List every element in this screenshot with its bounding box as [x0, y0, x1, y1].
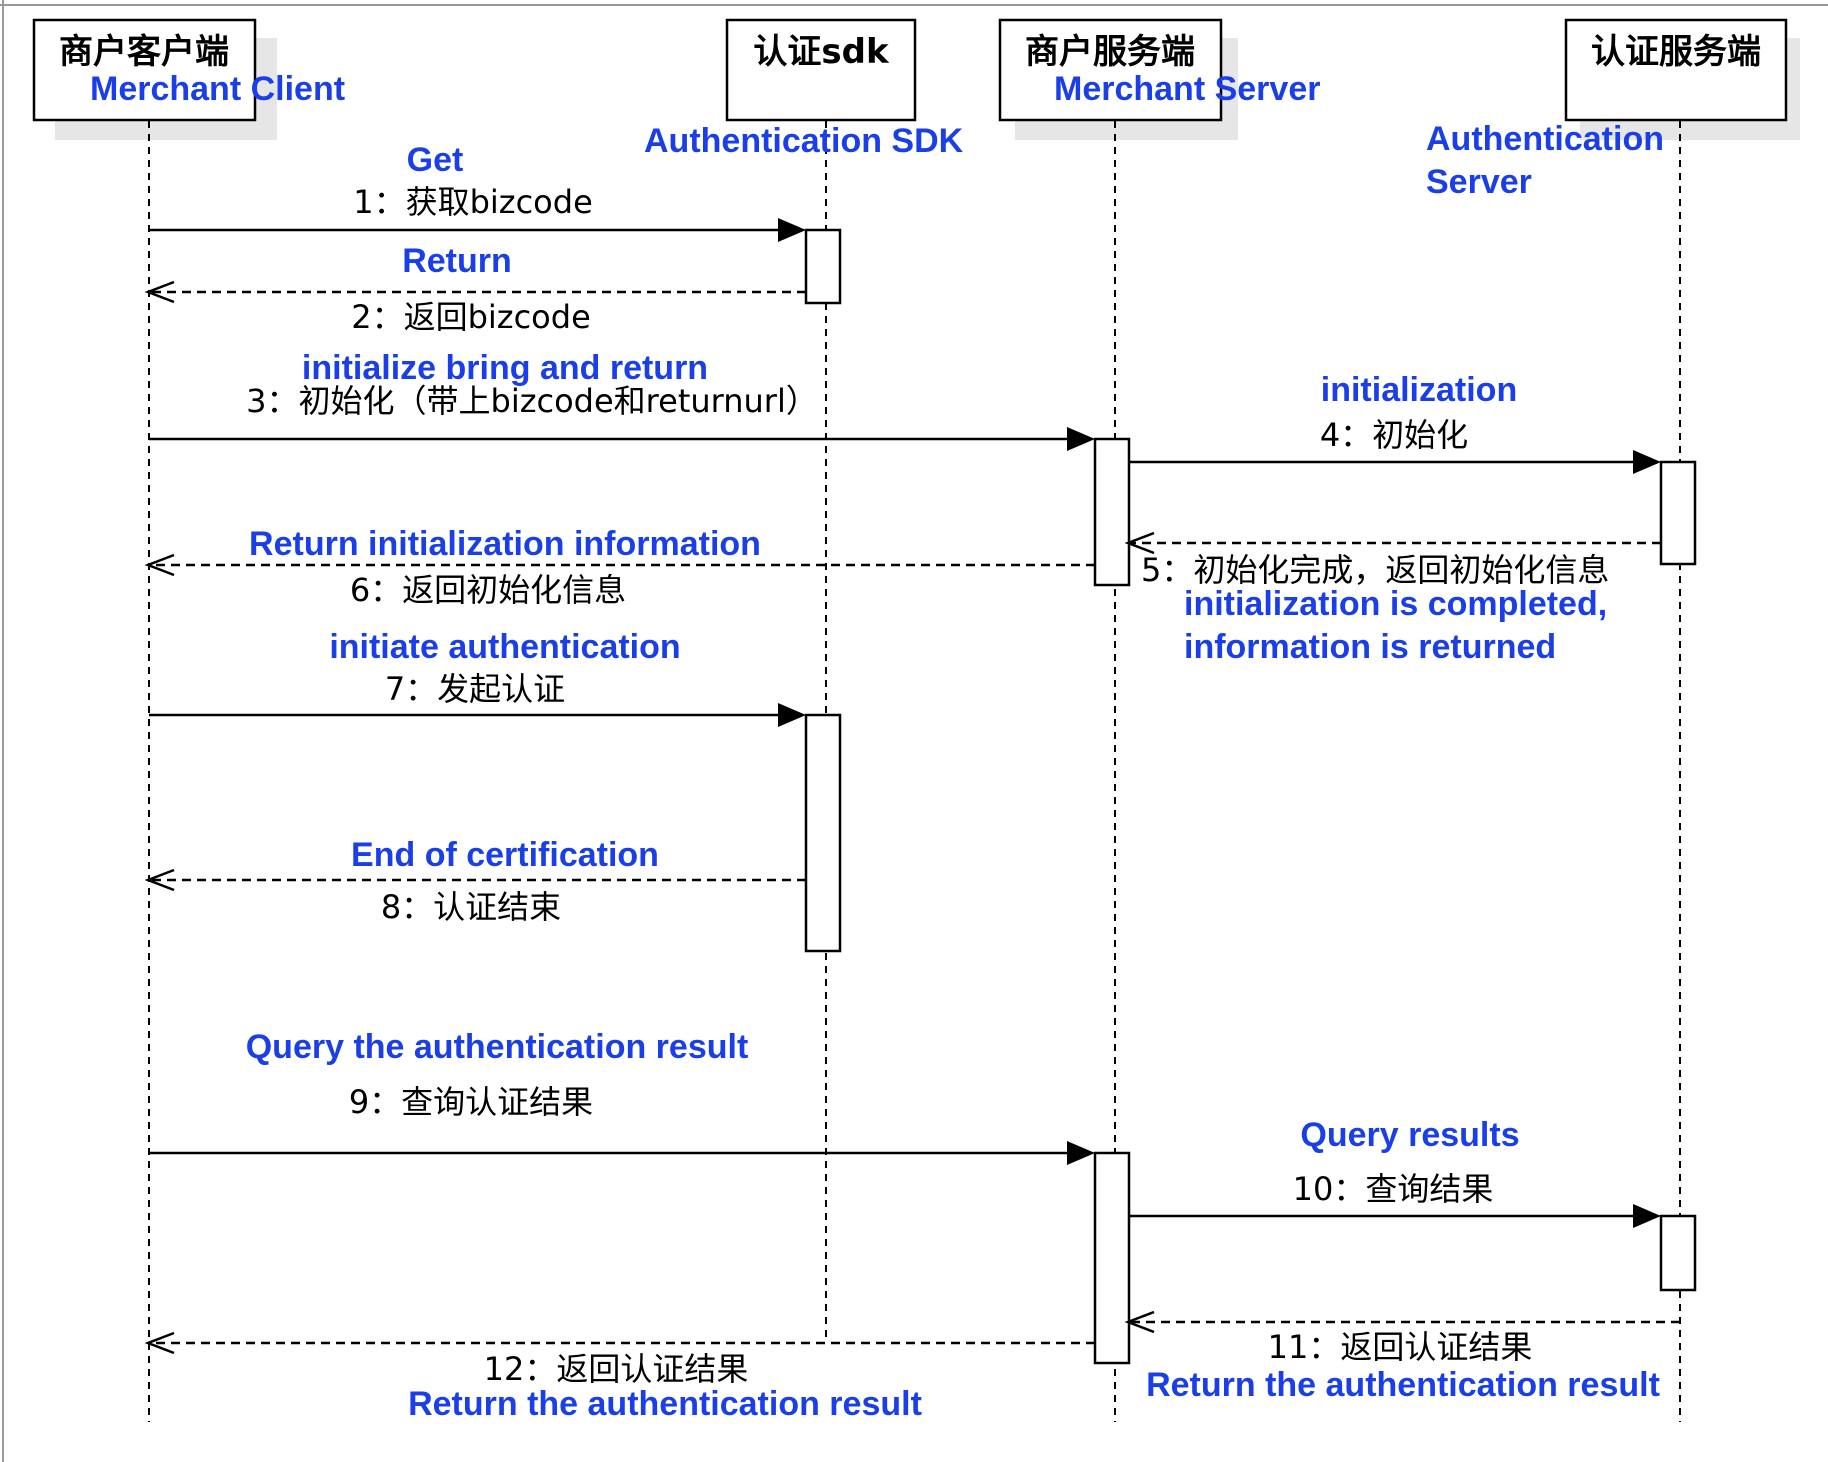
- message-3-english: initialize bring and return: [302, 349, 708, 387]
- message-10-label: 10：查询结果: [1293, 1170, 1494, 1208]
- message-5-arrowhead: [1124, 531, 1155, 555]
- participant-authentication-server-title: 认证服务端: [1591, 32, 1761, 72]
- message-4-label: 4：初始化: [1320, 416, 1468, 454]
- message-5-label: 5：初始化完成，返回初始化信息: [1141, 551, 1609, 589]
- message-8-arrowhead: [144, 868, 175, 892]
- message-4-arrowhead: [1633, 450, 1661, 474]
- activation-server-2: [1093, 1151, 1131, 1365]
- message-1-label: 1：获取bizcode: [353, 183, 593, 221]
- activation-server-1: [1093, 437, 1131, 587]
- participant-merchant-server-title: 商户服务端: [1025, 32, 1195, 72]
- participant-authentication-sdk-title: 认证sdk: [753, 32, 890, 72]
- activation-auth-server-1: [1659, 460, 1697, 566]
- message-2-arrowhead: [144, 280, 175, 304]
- activation-sdk-1: [804, 228, 842, 305]
- participant-authentication-sdk-box: [725, 18, 917, 122]
- message-3-arrowhead: [1067, 427, 1095, 451]
- message-9-label: 9：查询认证结果: [349, 1083, 593, 1121]
- participant-merchant-server-english: Merchant Server: [1054, 70, 1320, 108]
- participant-merchant-client-english: Merchant Client: [90, 70, 345, 108]
- activation-sdk-2: [804, 713, 842, 953]
- participant-authentication-server-english-line1: Authentication: [1426, 120, 1664, 158]
- message-7-label: 7：发起认证: [385, 670, 565, 708]
- message-1-english: Get: [407, 141, 464, 179]
- message-10-arrowhead: [1633, 1204, 1661, 1228]
- message-2-label: 2：返回bizcode: [351, 298, 591, 336]
- message-1-arrowhead: [778, 218, 806, 242]
- message-7-arrowhead: [778, 703, 806, 727]
- message-11-label: 11：返回认证结果: [1268, 1328, 1533, 1366]
- participant-merchant-server-box: [998, 18, 1223, 122]
- message-3-label: 3：初始化（带上bizcode和returnurl）: [246, 382, 818, 420]
- participant-authentication-server-english-line2: Server: [1426, 163, 1532, 201]
- message-12-label: 12：返回认证结果: [484, 1350, 749, 1388]
- message-6-label: 6：返回初始化信息: [350, 571, 626, 609]
- message-2-english: Return: [402, 242, 512, 280]
- participant-merchant-client-box: [32, 18, 257, 122]
- participant-authentication-sdk-english: Authentication SDK: [644, 122, 964, 160]
- message-5-english-line2: information is returned: [1184, 628, 1556, 666]
- message-11-arrowhead: [1124, 1310, 1155, 1334]
- message-10-english: Query results: [1300, 1116, 1519, 1154]
- message-12-arrowhead: [144, 1331, 175, 1355]
- message-7-english: initiate authentication: [329, 628, 680, 666]
- message-4-english: initialization: [1321, 371, 1517, 409]
- activation-auth-server-2: [1659, 1214, 1697, 1292]
- participant-merchant-client-title: 商户客户端: [59, 32, 229, 72]
- message-8-label: 8：认证结束: [381, 888, 561, 926]
- message-9-english: Query the authentication result: [246, 1028, 749, 1066]
- message-5-english-line1: initialization is completed,: [1184, 585, 1607, 623]
- message-6-arrowhead: [144, 553, 175, 577]
- message-9-arrowhead: [1067, 1141, 1095, 1165]
- participant-authentication-server-box: [1564, 18, 1788, 122]
- message-8-english: End of certification: [351, 836, 659, 874]
- message-11-english: Return the authentication result: [1146, 1366, 1660, 1404]
- message-6-english: Return initialization information: [249, 525, 761, 563]
- message-12-english: Return the authentication result: [408, 1385, 922, 1423]
